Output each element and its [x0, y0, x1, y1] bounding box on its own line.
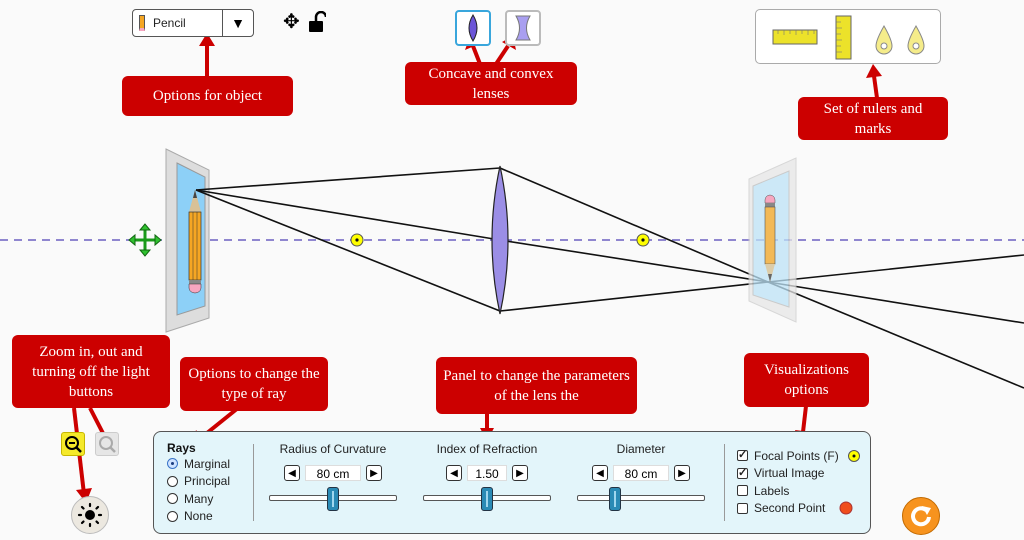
index-of-refraction-control: Index of Refraction ◀ 1.50 ▶ [423, 442, 551, 511]
visualization-options: ✓Focal Points (F) ✓Virtual Image Labels … [737, 447, 861, 517]
divider [724, 444, 725, 521]
radio-button[interactable] [167, 493, 178, 505]
ray-option-marginal[interactable]: Marginal [167, 455, 230, 473]
slider-thumb[interactable] [609, 487, 622, 511]
decrease-button[interactable]: ◀ [284, 465, 300, 481]
rays-group: Rays Marginal Principal Many None [167, 441, 230, 525]
light-bulb-icon [77, 502, 103, 528]
slider-thumb[interactable] [327, 487, 339, 511]
ray-option-many[interactable]: Many [167, 490, 230, 508]
convex-lens-icon [468, 14, 478, 42]
index-slider[interactable] [423, 487, 551, 511]
labels-checkbox[interactable]: Labels [737, 482, 861, 500]
param-title: Diameter [616, 442, 666, 456]
zoom-in-icon [99, 436, 116, 453]
checkbox[interactable] [737, 485, 748, 497]
move-object-icon[interactable] [128, 223, 162, 257]
diameter-slider[interactable] [577, 487, 705, 511]
pencil-object-icon[interactable] [188, 190, 202, 294]
measure-tools-panel [755, 9, 941, 64]
marker-icon[interactable] [875, 24, 893, 55]
object-frame[interactable] [165, 148, 210, 333]
callout-object: Options for object [122, 76, 293, 116]
concave-lens-button[interactable] [505, 10, 541, 46]
callout-panel: Panel to change the parameters of the le… [436, 357, 637, 414]
object-selector-label: Pencil [153, 16, 186, 30]
convex-lens-button[interactable] [455, 10, 491, 46]
rays-title: Rays [167, 441, 196, 455]
lens-control-panel: Rays Marginal Principal Many None Radius… [153, 431, 871, 534]
checkbox[interactable] [737, 502, 748, 514]
radius-value[interactable]: 80 cm [305, 465, 361, 481]
zoom-out-button[interactable] [61, 432, 85, 456]
second-point-checkbox[interactable]: Second Point [737, 500, 861, 518]
focal-point-left-icon[interactable] [350, 233, 364, 247]
focal-point-right-icon[interactable] [636, 233, 650, 247]
param-title: Radius of Curvature [279, 442, 387, 456]
marker-icon[interactable] [907, 24, 925, 55]
radio-button[interactable] [167, 510, 178, 522]
reset-icon [911, 506, 931, 527]
zoom-out-icon [65, 436, 82, 453]
callout-lenses: Concave and convex lenses [405, 62, 577, 105]
focal-points-checkbox[interactable]: ✓Focal Points (F) [737, 447, 861, 465]
diameter-control: Diameter ◀ 80 cm ▶ [577, 442, 705, 511]
second-point-icon [839, 501, 853, 515]
radio-button[interactable] [167, 475, 178, 487]
move-arrows-icon[interactable]: ✥ [283, 11, 300, 33]
callout-visualizations: Visualizations options [744, 353, 869, 407]
reset-button[interactable] [902, 497, 940, 535]
ray-option-none[interactable]: None [167, 508, 230, 526]
increase-button[interactable]: ▶ [366, 465, 382, 481]
diameter-value[interactable]: 80 cm [613, 465, 669, 481]
index-value[interactable]: 1.50 [467, 465, 507, 481]
object-selector[interactable]: Pencil ▼ [132, 9, 254, 37]
triangle-down-icon[interactable]: ▼ [222, 10, 253, 36]
increase-button[interactable]: ▶ [674, 465, 690, 481]
light-rays [195, 167, 1024, 389]
slider-thumb[interactable] [481, 487, 493, 511]
pencil-image-icon [764, 194, 776, 282]
pencil-icon [139, 15, 145, 31]
light-toggle-button[interactable] [71, 496, 109, 534]
convex-lens[interactable] [491, 165, 509, 315]
radius-slider[interactable] [269, 487, 397, 511]
zoom-in-button[interactable] [95, 432, 119, 456]
focal-point-icon [847, 449, 860, 462]
unlock-icon[interactable] [308, 10, 328, 38]
checkbox[interactable]: ✓ [737, 449, 748, 462]
callout-rulers: Set of rulers and marks [798, 97, 948, 140]
vertical-ruler-icon[interactable] [835, 15, 852, 60]
concave-lens-icon [515, 15, 531, 41]
callout-zoom: Zoom in, out and turning off the light b… [12, 335, 170, 408]
ray-option-principal[interactable]: Principal [167, 473, 230, 491]
increase-button[interactable]: ▶ [512, 465, 528, 481]
virtual-image-checkbox[interactable]: ✓Virtual Image [737, 466, 825, 481]
checkbox[interactable]: ✓ [737, 466, 748, 479]
callout-rays: Options to change the type of ray [180, 357, 328, 411]
divider [253, 444, 254, 521]
decrease-button[interactable]: ◀ [446, 465, 462, 481]
horizontal-ruler-icon[interactable] [772, 29, 818, 45]
radius-of-curvature-control: Radius of Curvature ◀ 80 cm ▶ [269, 442, 397, 511]
decrease-button[interactable]: ◀ [592, 465, 608, 481]
param-title: Index of Refraction [436, 442, 538, 456]
radio-button[interactable] [167, 458, 178, 470]
